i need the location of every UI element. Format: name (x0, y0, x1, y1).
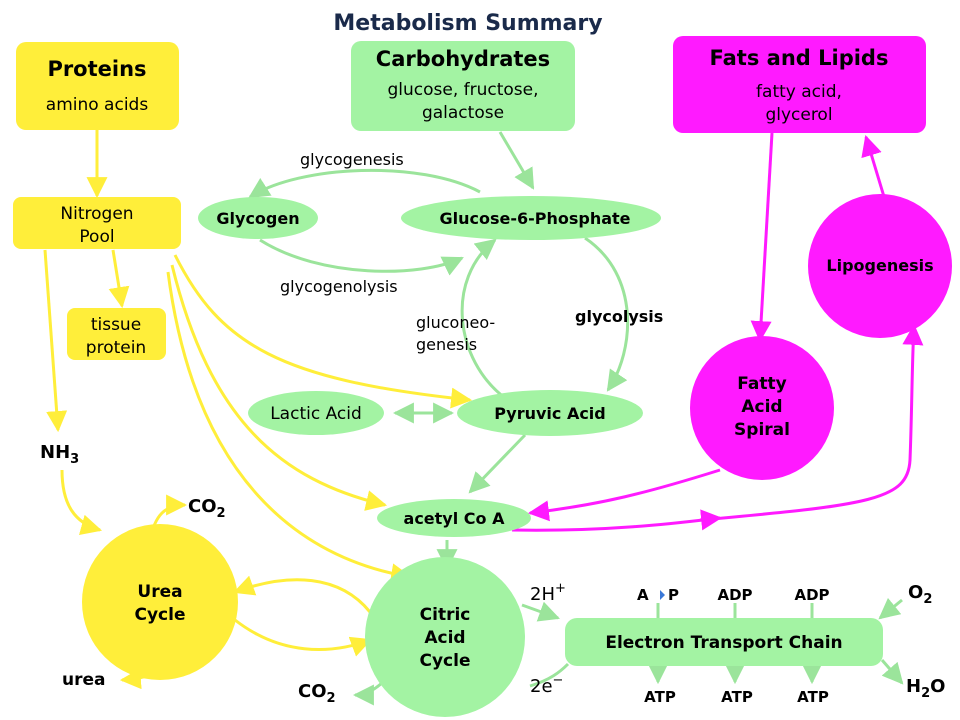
citric-acid-line1: Citric (420, 605, 471, 625)
arrow-spiral-to-acetyl (527, 468, 721, 522)
arrow-urea-to-citric (234, 618, 372, 657)
arrow-pool-to-acetyl (170, 264, 388, 511)
g6p-label: Glucose-6-Phosphate (439, 209, 630, 228)
label-atp3: ATP (797, 688, 829, 706)
label-gluconeo-line1: gluconeo- (416, 313, 495, 332)
label-o2: O2 (908, 582, 932, 607)
nitrogen-pool-line2: Pool (79, 227, 114, 247)
arrow-pool-to-citric (166, 271, 413, 585)
label-atp2: ATP (721, 688, 753, 706)
carbohydrates-line2: galactose (422, 103, 504, 123)
etc-box: Electron Transport Chain (565, 618, 883, 666)
fats-box: Fats and Lipids fatty acid, glycerol (673, 36, 926, 133)
acetyl-coa-label: acetyl Co A (404, 509, 506, 528)
arrow-pool-to-nh3 (43, 249, 68, 433)
arrow-etc-to-h2o (880, 659, 904, 685)
arrow-pool-to-tissue (108, 249, 130, 309)
carbohydrates-line1: glucose, fructose, (387, 80, 538, 100)
fats-title: Fats and Lipids (710, 46, 889, 70)
pyruvic-acid-node: Pyruvic Acid (457, 390, 643, 436)
arrow-pyruvic-to-acetyl (468, 433, 527, 494)
acetyl-coa-node: acetyl Co A (377, 499, 531, 537)
tissue-protein-line1: tissue (91, 315, 141, 335)
proteins-box: Proteins amino acids (16, 42, 179, 130)
urea-cycle-line1: Urea (137, 582, 182, 602)
arrow-citric-to-urea (233, 575, 372, 613)
label-h2o: H2O (906, 676, 945, 701)
carbohydrates-box: Carbohydrates glucose, fructose, galacto… (351, 41, 575, 131)
arrow-carbs-to-g6p (498, 131, 535, 190)
citric-acid-line3: Cycle (420, 651, 471, 671)
arrow-gluconeogenesis (460, 238, 506, 400)
fatty-acid-spiral-line3: Spiral (734, 420, 790, 440)
tissue-protein-box: tissue protein (67, 308, 166, 360)
label-urea: urea (62, 670, 106, 690)
urea-cycle-line2: Cycle (135, 605, 186, 625)
arrow-2e-to-etc (529, 662, 570, 688)
arrow-o2-to-etc (878, 597, 903, 620)
fats-line2: glycerol (765, 105, 832, 125)
arrow-lipogenesis-to-fats (861, 134, 887, 201)
fats-line1: fatty acid, (756, 82, 842, 102)
label-glycogenolysis: glycogenolysis (280, 277, 398, 296)
label-glycogenesis: glycogenesis (300, 150, 404, 169)
citric-acid-cycle-node: Citric Acid Cycle (365, 557, 525, 717)
arrow-acetyl-to-lipogenesis (511, 509, 723, 532)
proteins-title: Proteins (47, 57, 146, 81)
arrow-fats-to-spiral (750, 132, 774, 343)
lipogenesis-label: Lipogenesis (826, 256, 933, 275)
fatty-acid-spiral-node: Fatty Acid Spiral (690, 336, 834, 480)
urea-cycle-node: Urea Cycle (82, 524, 238, 680)
glycogen-node: Glycogen (198, 197, 318, 239)
citric-acid-line2: Acid (424, 628, 465, 648)
proteins-subtitle: amino acids (46, 95, 149, 115)
label-adp1-p: P (668, 586, 679, 604)
arrow-nh3-to-urea (60, 469, 103, 536)
arrow-to-lipogenesis (699, 323, 924, 522)
nitrogen-pool-box: Nitrogen Pool (13, 197, 181, 249)
diagram-title: Metabolism Summary (333, 11, 602, 36)
process-labels: glycogenesis glycogenolysis gluconeo- ge… (280, 150, 663, 354)
label-adp3: ADP (794, 586, 829, 604)
molecule-labels: NH3 CO2 urea CO2 2H+ 2e− O2 H2O (40, 442, 945, 706)
green-arrows (248, 131, 904, 706)
label-atp1: ATP (644, 688, 676, 706)
lactic-acid-label: Lactic Acid (270, 404, 362, 424)
adp1-arrow-icon (660, 590, 665, 600)
etc-label: Electron Transport Chain (605, 633, 842, 653)
arrow-citric-to-2h (521, 601, 560, 622)
g6p-node: Glucose-6-Phosphate (401, 196, 661, 240)
arrow-pool-to-pyruvic (173, 254, 473, 409)
fatty-acid-spiral-line1: Fatty (737, 374, 786, 394)
label-adp2: ADP (717, 586, 752, 604)
etc-cofactor-labels: A P ADP ADP ATP ATP ATP (637, 586, 830, 706)
label-co2-top: CO2 (188, 496, 226, 521)
label-2h-plus: 2H+ (530, 581, 566, 605)
fatty-acid-spiral-line2: Acid (741, 397, 782, 417)
arrow-glycogenesis (248, 168, 481, 199)
arrow-glycolysis (584, 236, 630, 392)
label-nh3: NH3 (40, 442, 79, 467)
label-co2-bottom: CO2 (298, 681, 336, 706)
tissue-protein-line2: protein (86, 338, 146, 358)
label-adp1-a: A (637, 586, 649, 604)
pyruvic-acid-label: Pyruvic Acid (494, 404, 606, 423)
label-2e-minus: 2e− (530, 673, 563, 697)
arrow-glycogenolysis (259, 238, 464, 276)
lipogenesis-node: Lipogenesis (808, 194, 952, 338)
magenta-arrows (511, 132, 924, 532)
carbohydrates-title: Carbohydrates (376, 47, 550, 71)
lactic-acid-node: Lactic Acid (248, 391, 384, 435)
nitrogen-pool-line1: Nitrogen (60, 204, 133, 224)
glycogen-label: Glycogen (216, 209, 299, 228)
label-gluconeo-line2: genesis (416, 335, 477, 354)
label-glycolysis: glycolysis (575, 307, 663, 326)
